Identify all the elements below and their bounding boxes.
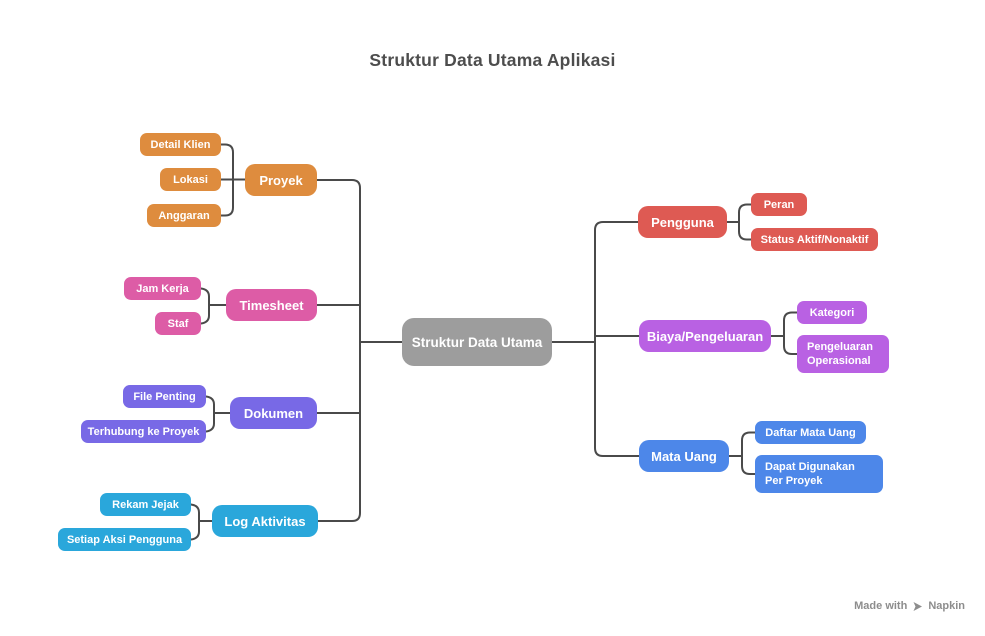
node-rekam-jejak: Rekam Jejak <box>100 493 191 516</box>
node-log-aktivitas: Log Aktivitas <box>212 505 318 537</box>
node-file-penting: File Penting <box>123 385 206 408</box>
watermark-prefix: Made with <box>854 600 908 612</box>
node-dapat-digunakan-per-proyek: Dapat Digunakan Per Proyek <box>755 455 883 493</box>
node-detail-klien: Detail Klien <box>140 133 221 156</box>
node-pengeluaran-operasional: Pengeluaran Operasional <box>797 335 889 373</box>
node-mata-uang: Mata Uang <box>639 440 729 472</box>
node-staf: Staf <box>155 312 201 335</box>
node-struktur-data-utama: Struktur Data Utama <box>402 318 552 366</box>
node-proyek: Proyek <box>245 164 317 196</box>
node-terhubung-ke-proyek: Terhubung ke Proyek <box>81 420 206 443</box>
node-setiap-aksi-pengguna: Setiap Aksi Pengguna <box>58 528 191 551</box>
connector-group <box>190 143 798 541</box>
node-status-aktif-nonaktif: Status Aktif/Nonaktif <box>751 228 878 251</box>
node-timesheet: Timesheet <box>226 289 317 321</box>
node-daftar-mata-uang: Daftar Mata Uang <box>755 421 866 444</box>
node-biaya-pengeluaran: Biaya/Pengeluaran <box>639 320 771 352</box>
napkin-logo-icon <box>913 601 923 611</box>
diagram-title: Struktur Data Utama Aplikasi <box>369 50 616 70</box>
node-jam-kerja: Jam Kerja <box>124 277 201 300</box>
node-kategori: Kategori <box>797 301 867 324</box>
node-pengguna: Pengguna <box>638 206 727 238</box>
node-peran: Peran <box>751 193 807 216</box>
node-anggaran: Anggaran <box>147 204 221 227</box>
watermark-brand: Napkin <box>928 600 965 612</box>
napkin-watermark[interactable]: Made with Napkin <box>854 600 965 612</box>
node-lokasi: Lokasi <box>160 168 221 191</box>
node-dokumen: Dokumen <box>230 397 317 429</box>
